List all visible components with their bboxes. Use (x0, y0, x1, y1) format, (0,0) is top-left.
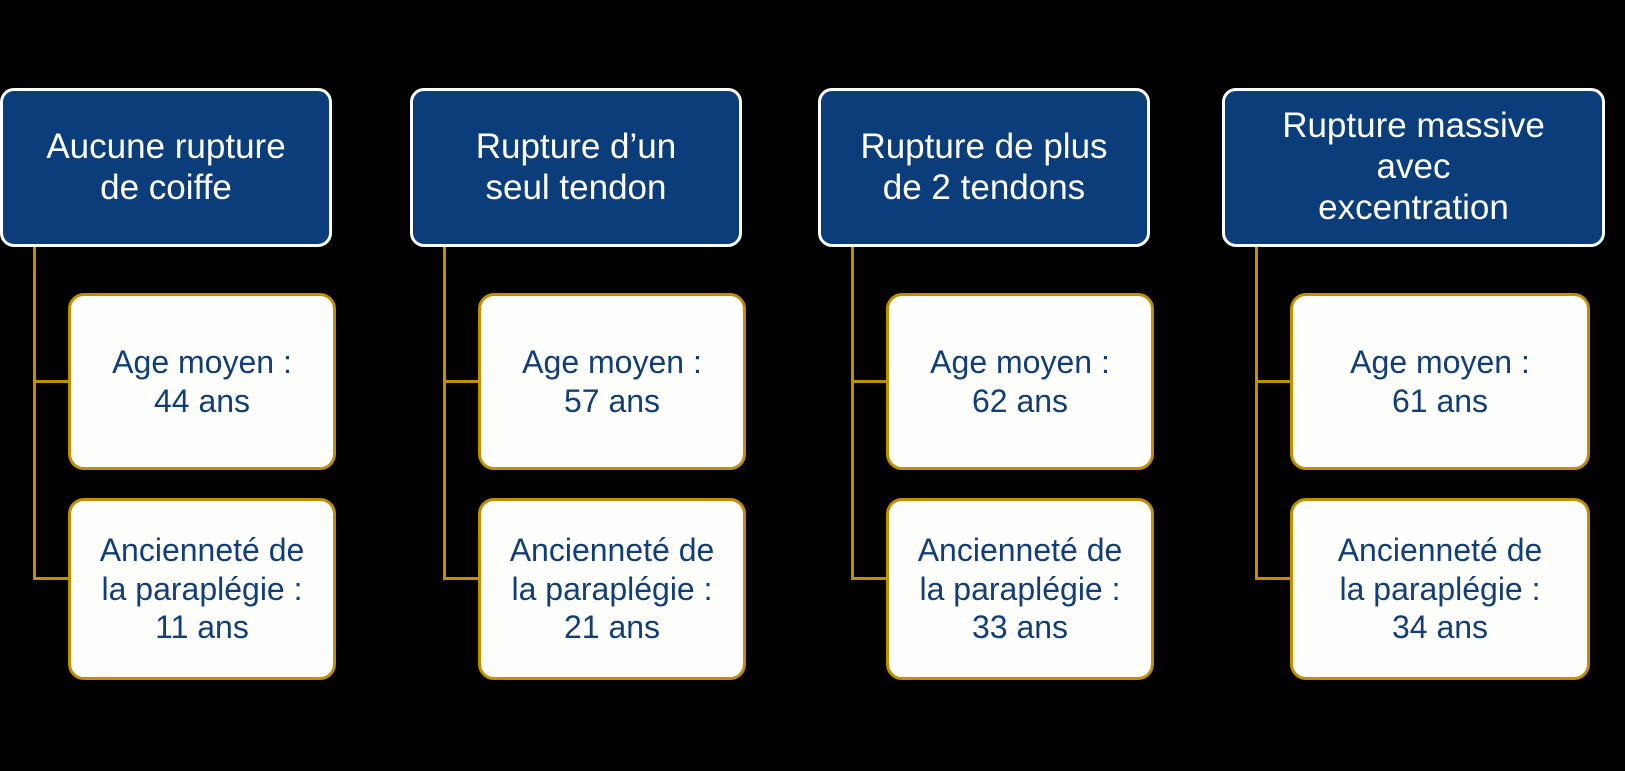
connector-stub-2-2 (443, 577, 480, 580)
connector-stub-3-1 (851, 380, 888, 383)
category-header-box-2[interactable]: Rupture d’un seul tendon (410, 88, 742, 247)
detail-box-anciennete-4[interactable]: Ancienneté de la paraplégie : 34 ans (1290, 498, 1590, 680)
detail-box-age-3[interactable]: Age moyen : 62 ans (886, 293, 1154, 470)
detail-box-anciennete-1[interactable]: Ancienneté de la paraplégie : 11 ans (68, 498, 336, 680)
diagram-column-2: Rupture d’un seul tendon Age moyen : 57 … (410, 0, 750, 771)
connector-stub-1-2 (33, 577, 70, 580)
detail-box-age-1[interactable]: Age moyen : 44 ans (68, 293, 336, 470)
connector-stub-3-2 (851, 577, 888, 580)
category-header-box-3[interactable]: Rupture de plus de 2 tendons (818, 88, 1150, 247)
connector-stub-1-1 (33, 380, 70, 383)
connector-trunk-4 (1255, 247, 1258, 580)
connector-stub-4-1 (1255, 380, 1292, 383)
connector-stub-2-1 (443, 380, 480, 383)
detail-box-age-4[interactable]: Age moyen : 61 ans (1290, 293, 1590, 470)
category-header-box-1[interactable]: Aucune rupture de coiffe (0, 88, 332, 247)
connector-trunk-3 (851, 247, 854, 580)
detail-box-anciennete-2[interactable]: Ancienneté de la paraplégie : 21 ans (478, 498, 746, 680)
diagram-column-4: Rupture massive avec excentration Age mo… (1222, 0, 1612, 771)
connector-trunk-2 (443, 247, 446, 580)
detail-box-anciennete-3[interactable]: Ancienneté de la paraplégie : 33 ans (886, 498, 1154, 680)
category-header-box-4[interactable]: Rupture massive avec excentration (1222, 88, 1605, 247)
detail-box-age-2[interactable]: Age moyen : 57 ans (478, 293, 746, 470)
connector-trunk-1 (33, 247, 36, 580)
diagram-column-3: Rupture de plus de 2 tendons Age moyen :… (818, 0, 1158, 771)
connector-stub-4-2 (1255, 577, 1292, 580)
diagram-column-1: Aucune rupture de coiffe Age moyen : 44 … (0, 0, 340, 771)
